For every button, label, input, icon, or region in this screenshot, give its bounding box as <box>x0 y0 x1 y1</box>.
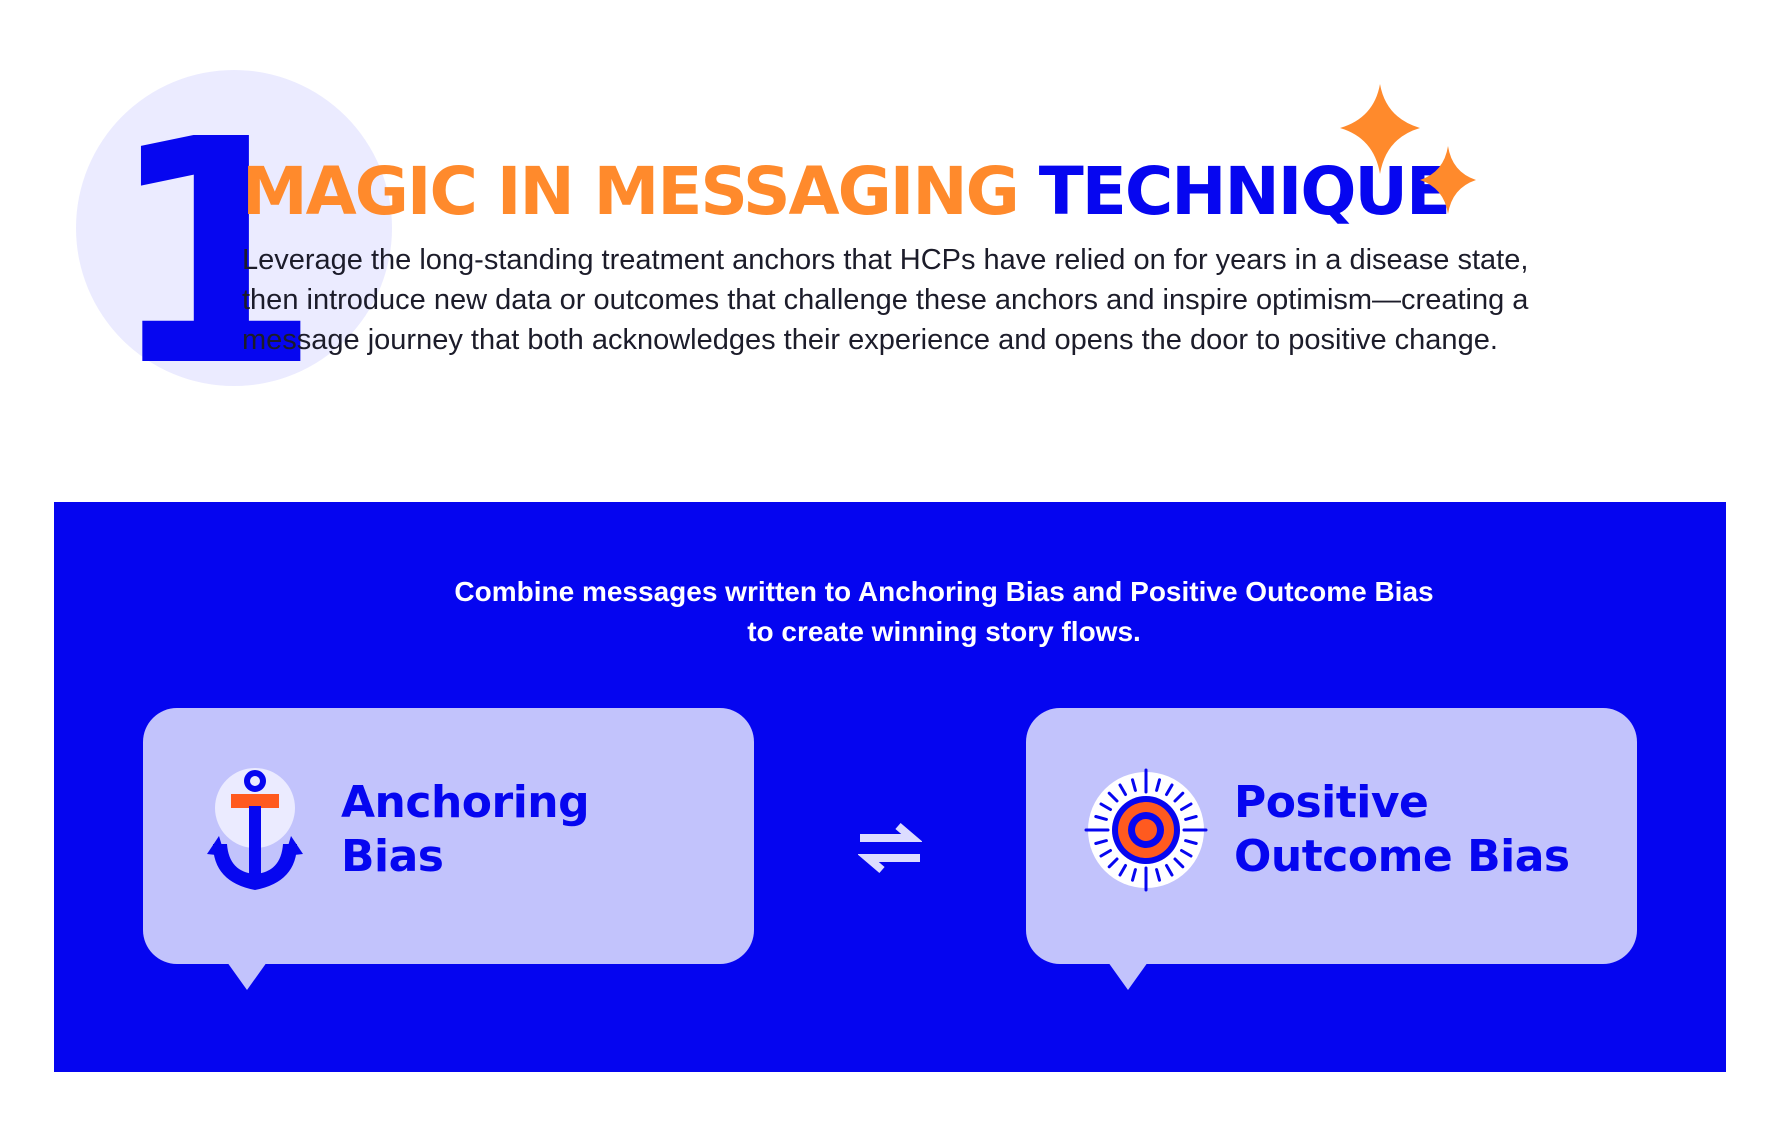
target-ray <box>1107 791 1119 803</box>
target-ray <box>1094 815 1108 821</box>
target-ray <box>1099 802 1112 811</box>
page-title: MAGIC IN MESSAGING TECHNIQUE <box>242 152 1451 232</box>
panel-intro-text: Combine messages written to Anchoring Bi… <box>454 576 1434 647</box>
target-ray <box>1155 778 1161 792</box>
target-ray <box>1180 849 1193 858</box>
target-ray <box>1184 815 1198 821</box>
target-ray <box>1094 839 1108 845</box>
title-main: TECHNIQUE <box>1038 153 1451 230</box>
target-ray <box>1173 857 1185 869</box>
target-ray <box>1180 802 1193 811</box>
anchoring-bias-card: Anchoring Bias <box>143 708 754 990</box>
sparkles-icon <box>1340 84 1476 214</box>
positive-outcome-bias-label: Positive Outcome Bias <box>1234 777 1570 882</box>
swap-arrows-icon <box>858 822 922 874</box>
target-ray <box>1165 864 1174 877</box>
target-ray <box>1131 868 1137 882</box>
target-icon <box>1084 768 1208 892</box>
target-ray <box>1173 791 1185 803</box>
target-ray <box>1118 864 1127 877</box>
target-ray <box>1165 783 1174 796</box>
header-number-circle <box>76 70 392 386</box>
target-ray <box>1155 868 1161 882</box>
sparkle-icon <box>1340 84 1420 174</box>
technique-description: Leverage the long-standing treatment anc… <box>242 244 1529 356</box>
target-ray <box>1107 857 1119 869</box>
target-ray <box>1099 849 1112 858</box>
section-number: 1 <box>106 74 322 435</box>
sparkle-icon <box>1420 146 1476 214</box>
target-ray <box>1184 839 1198 845</box>
anchoring-bias-label: Anchoring Bias <box>341 777 590 882</box>
target-ray <box>1118 783 1127 796</box>
positive-outcome-bias-card: Positive Outcome Bias <box>1026 708 1637 990</box>
story-flow-panel: Combine messages written to Anchoring Bi… <box>54 502 1726 1072</box>
title-accent: MAGIC IN MESSAGING <box>242 153 1020 230</box>
anchor-icon <box>207 768 303 890</box>
target-ray <box>1131 778 1137 792</box>
